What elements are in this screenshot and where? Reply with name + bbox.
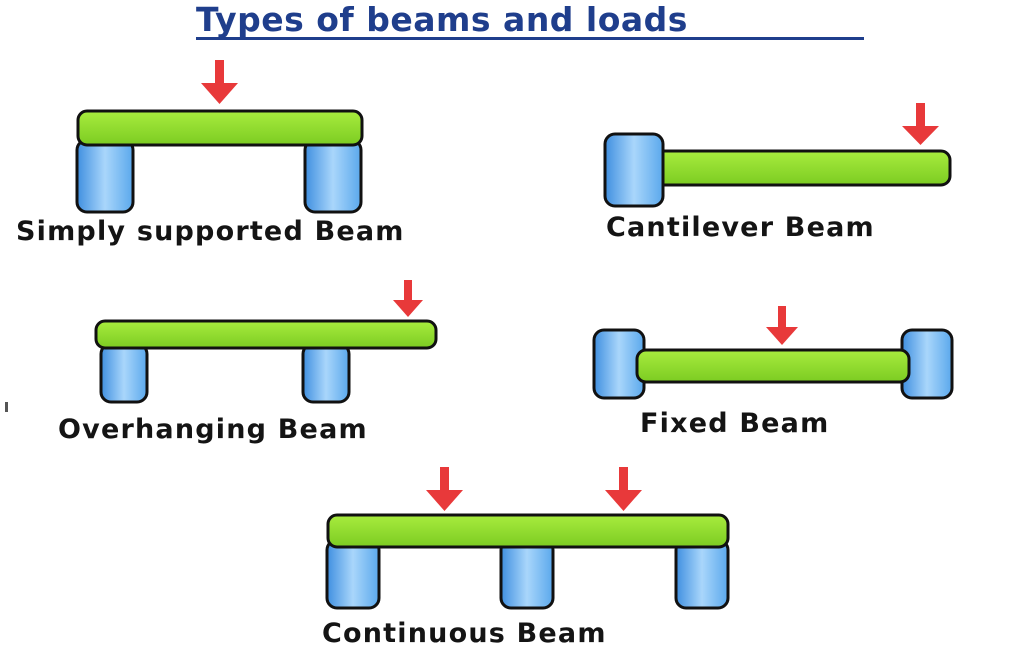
- beam: [94, 319, 438, 350]
- load-arrow-icon: [605, 467, 642, 511]
- beam: [635, 348, 911, 384]
- edge-mark: [5, 402, 8, 412]
- support-left: [325, 538, 381, 610]
- label-fixed-beam: Fixed Beam: [640, 408, 830, 439]
- support-right: [301, 342, 351, 404]
- beam: [653, 149, 952, 187]
- fixed-beam-group: [592, 306, 954, 400]
- load-arrow-icon: [393, 280, 423, 317]
- load-arrow-icon: [902, 103, 939, 145]
- support-left: [75, 138, 135, 214]
- beam: [76, 109, 364, 147]
- label-overhanging-beam: Overhanging Beam: [58, 414, 368, 445]
- load-arrow-icon: [201, 60, 238, 104]
- diagram-title: Types of beams and loads: [196, 0, 688, 39]
- overhanging-beam-group: [94, 280, 438, 404]
- cantilever-beam-group: [603, 103, 952, 208]
- continuous-beam-group: [325, 467, 730, 610]
- simply-supported-beam-group: [75, 60, 364, 214]
- label-cantilever-beam: Cantilever Beam: [606, 212, 875, 243]
- support-right: [303, 138, 363, 214]
- support-right: [674, 538, 730, 610]
- load-arrow-icon: [766, 306, 798, 345]
- label-simply-supported-beam: Simply supported Beam: [16, 216, 405, 247]
- support-left: [99, 342, 149, 404]
- load-arrow-icon: [426, 467, 463, 511]
- title-underline: [196, 37, 864, 40]
- beam: [326, 513, 730, 549]
- label-continuous-beam: Continuous Beam: [322, 618, 607, 649]
- support-middle: [499, 538, 555, 610]
- fixed-support: [603, 132, 665, 208]
